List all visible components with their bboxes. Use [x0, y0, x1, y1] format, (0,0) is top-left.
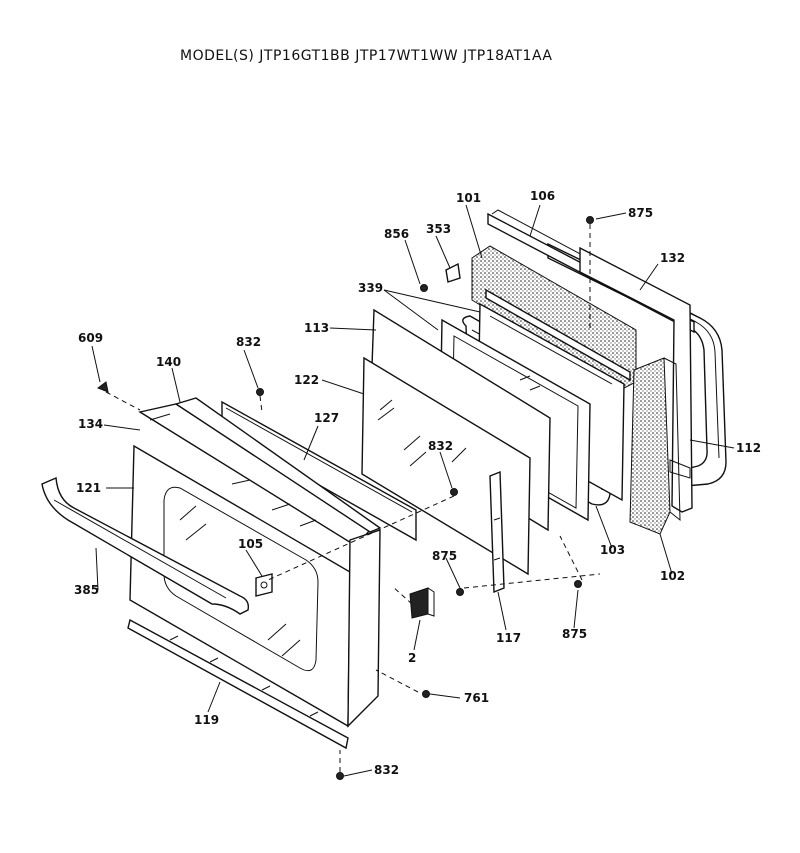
- part-119-bottom-trim: [127, 618, 349, 750]
- label-761: 761: [464, 691, 489, 705]
- label-102: 102: [660, 569, 685, 583]
- screw-832-c: [336, 772, 344, 780]
- screw-875-mid: [456, 588, 464, 596]
- part-2-hinge-clip: [409, 587, 435, 619]
- label-832-b: 832: [428, 439, 453, 453]
- label-119: 119: [194, 713, 219, 727]
- screw-856: [420, 284, 428, 292]
- part-number-labels: 875 106 101 856 353 132 339 113 609 140 …: [74, 189, 761, 777]
- leader-lines: [91, 204, 735, 777]
- part-117-bracket: [489, 470, 505, 594]
- label-875-top: 875: [628, 206, 653, 220]
- label-117: 117: [496, 631, 521, 645]
- label-106: 106: [530, 189, 555, 203]
- label-103: 103: [600, 543, 625, 557]
- part-385-handle: [41, 476, 250, 615]
- label-339: 339: [358, 281, 383, 295]
- screw-832-b: [450, 488, 458, 496]
- label-113: 113: [304, 321, 329, 335]
- label-2: 2: [408, 651, 416, 665]
- part-122-outer-glass: [361, 356, 531, 576]
- label-105: 105: [238, 537, 263, 551]
- label-832-c: 832: [374, 763, 399, 777]
- screw-875-top: [586, 216, 594, 224]
- diagram-title: MODEL(S) JTP16GT1BB JTP17WT1WW JTP18AT1A…: [180, 48, 553, 64]
- part-door-side-edge: [347, 529, 381, 728]
- label-112: 112: [736, 441, 761, 455]
- part-353-clip: [445, 262, 461, 283]
- part-102-insulation-block: [629, 357, 681, 535]
- screw-875-low: [574, 580, 582, 588]
- label-609: 609: [78, 331, 103, 345]
- label-875-mid: 875: [432, 549, 457, 563]
- assembly-lines: [105, 224, 601, 772]
- screws: [96, 216, 594, 780]
- screw-761: [422, 690, 430, 698]
- label-127: 127: [314, 411, 339, 425]
- label-875-low: 875: [562, 627, 587, 641]
- label-353: 353: [426, 222, 451, 236]
- label-140: 140: [156, 355, 181, 369]
- label-101: 101: [456, 191, 481, 205]
- label-132: 132: [660, 251, 685, 265]
- screw-832-a: [256, 388, 264, 396]
- label-856: 856: [384, 227, 409, 241]
- label-385: 385: [74, 583, 99, 597]
- label-832-a: 832: [236, 335, 261, 349]
- part-112-side-frame: [579, 246, 693, 513]
- screw-609: [96, 381, 109, 393]
- label-122: 122: [294, 373, 319, 387]
- part-140-trim: [174, 397, 382, 533]
- label-134: 134: [78, 417, 103, 431]
- label-121: 121: [76, 481, 101, 495]
- part-105-bracket: [255, 573, 273, 597]
